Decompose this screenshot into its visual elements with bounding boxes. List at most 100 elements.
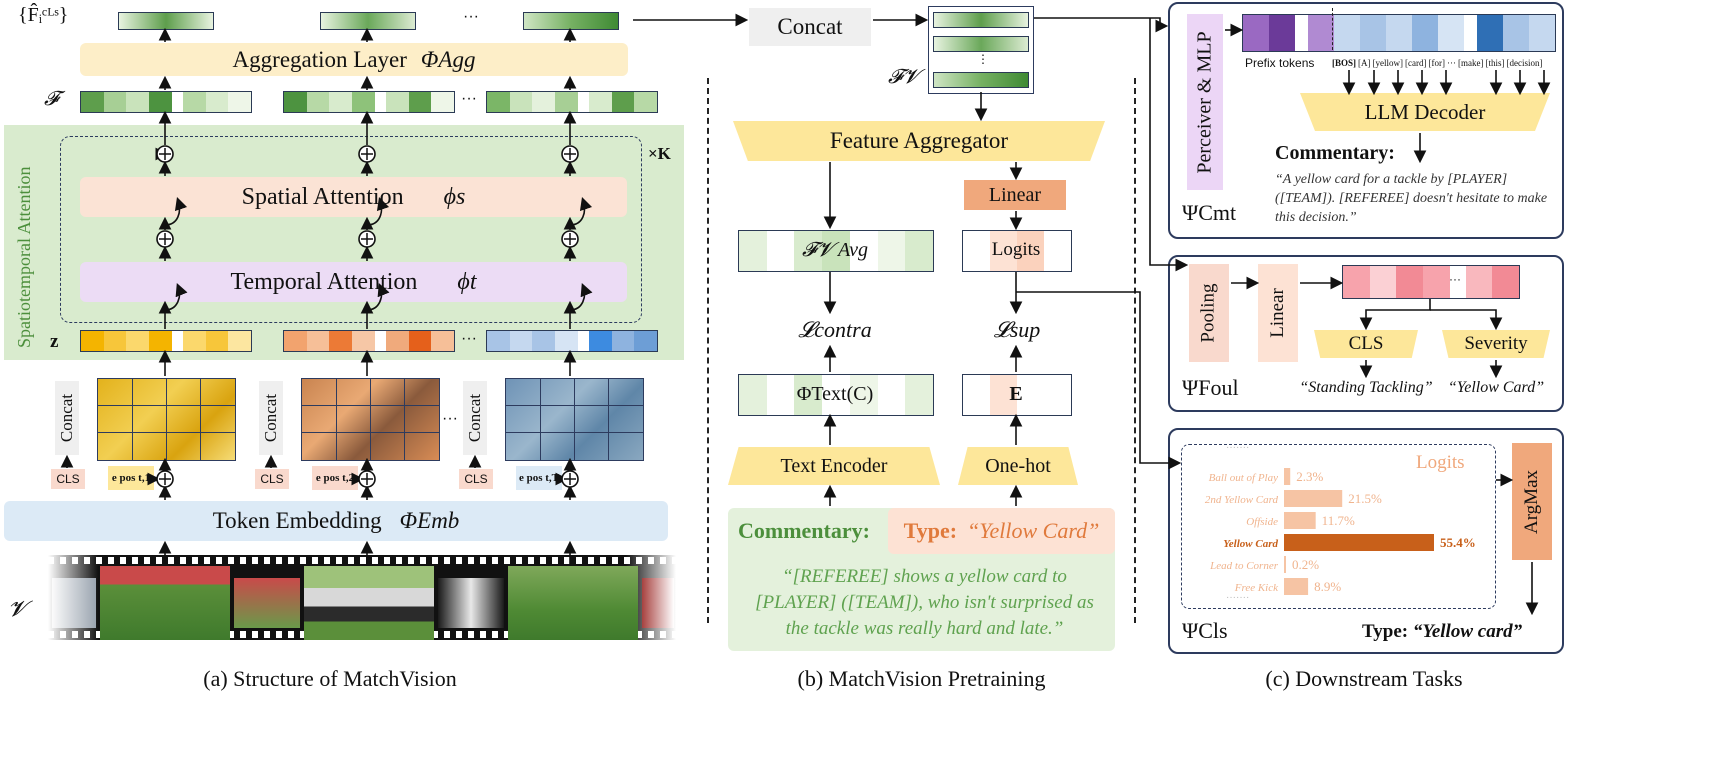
decoder-token-label: [yellow]	[1372, 58, 1404, 68]
token-labels: [BOS][A][yellow][card][for]···[make][thi…	[1332, 58, 1558, 72]
chart-bar	[1284, 512, 1316, 529]
decoder-token-label: [this]	[1485, 58, 1505, 68]
severity-value: “Yellow Card”	[1447, 379, 1545, 396]
text-encoder: Text Encoder	[728, 447, 940, 485]
pos-embedding-T: e pos t,T	[516, 466, 562, 490]
cmt-commentary-label: Commentary:	[1275, 142, 1395, 164]
cls-set-label: {F̂ᵢᶜᴸˢ}	[18, 4, 69, 26]
temporal-symbol: ϕt	[457, 268, 477, 295]
repeat-label: ×K	[648, 144, 671, 163]
chart-value-label: 21.5%	[1348, 491, 1382, 506]
ellipsis: ···	[461, 90, 477, 107]
ellipsis: ···	[463, 8, 479, 25]
fv-token-2	[933, 36, 1029, 52]
loss-contra: 𝓛contra	[798, 317, 872, 342]
spatial-symbol: ϕs	[443, 183, 466, 210]
cmt-commentary-text: “A yellow card for a tackle by [PLAYER] …	[1275, 172, 1548, 225]
z-tokens-1	[80, 330, 252, 352]
chart-value-label: 2.3%	[1296, 469, 1323, 484]
severity-head: Severity	[1442, 330, 1550, 358]
concat-box-1: Concat	[55, 381, 79, 455]
fv-label: 𝓕𝓥	[888, 66, 920, 88]
feature-label: 𝓕	[44, 88, 59, 110]
chart-bar	[1284, 578, 1309, 595]
separator-1	[707, 78, 709, 623]
chart-category-label: Yellow Card	[1223, 538, 1278, 550]
prefix-tokens-label: Prefix tokens	[1245, 56, 1315, 70]
foul-linear-box: Linear	[1258, 264, 1298, 362]
aggregation-layer-label: Aggregation Layer	[232, 46, 407, 72]
feature-tokens-3	[486, 91, 658, 113]
type-label: Type:	[903, 518, 958, 543]
temporal-attention: Temporal Attention ϕt	[80, 262, 627, 302]
decoder-token-label: [make]	[1458, 58, 1484, 68]
separator-2	[1134, 78, 1136, 623]
decoder-token-label: [BOS]	[1332, 58, 1357, 68]
chart-value-label: 11.7%	[1322, 513, 1355, 528]
patch-grid-2	[301, 378, 440, 461]
decoder-token-label: [for]	[1428, 58, 1446, 68]
chart-title: Logits	[1416, 452, 1465, 473]
pos-embedding-1: e pos t,1	[108, 466, 154, 490]
fv-token-3	[933, 72, 1029, 88]
psi-foul: ΨFoul	[1182, 375, 1239, 400]
ellipsis: ···	[1449, 272, 1461, 286]
logits-box	[962, 230, 1072, 272]
feature-tokens-1	[80, 91, 252, 113]
chart-value-label: 0.2%	[1292, 557, 1319, 572]
psi-cls: ΨCls	[1182, 618, 1228, 643]
phi-text-tokens	[738, 374, 934, 416]
aggregation-symbol: ΦAgg	[420, 46, 476, 72]
one-hot: One-hot	[958, 447, 1078, 485]
psi-cmt: ΨCmt	[1182, 200, 1237, 225]
repeat-box	[60, 136, 642, 323]
feature-tokens-2	[283, 91, 455, 113]
feature-aggregator: Feature Aggregator	[733, 121, 1105, 161]
phi-text-label: ΦText(C)	[796, 382, 874, 405]
type-value: “Yellow Card”	[967, 518, 1100, 543]
plus-signs	[159, 148, 576, 485]
chart-bar	[1284, 534, 1434, 551]
video-frame-mid-2	[438, 578, 504, 628]
decoder-token-label: [A]	[1358, 58, 1371, 68]
cls-value: “Standing Tackling”	[1299, 379, 1433, 396]
loss-sup: 𝓛sup	[993, 317, 1041, 342]
cls-token-2: CLS	[255, 469, 289, 489]
embedding-symbol: ΦEmb	[399, 508, 460, 533]
fv-token-1	[933, 12, 1029, 28]
chart-bar	[1284, 490, 1343, 507]
e-label: E	[1009, 382, 1023, 405]
pretraining-commentary-label: Commentary:	[738, 518, 870, 543]
argmax-box: ArgMax	[1512, 443, 1552, 560]
decoder-token-label: ···	[1447, 58, 1456, 68]
logits-chart-box	[1181, 444, 1496, 609]
chart-category-label: Lead to Corner	[1209, 560, 1279, 572]
chart-bottom-ellipsis: ·······	[1226, 592, 1250, 603]
foul-logit-tokens	[1342, 265, 1520, 299]
pos-embedding-2: e pos t,2	[312, 466, 358, 490]
video-frame-mid-1	[234, 578, 300, 628]
patch-grid-3	[505, 378, 644, 461]
video-frame-edge-right	[642, 578, 674, 628]
perceiver-mlp: Perceiver & MLP	[1187, 14, 1223, 190]
e-box	[962, 374, 1072, 416]
caption-c: (c) Downstream Tasks	[1265, 666, 1463, 691]
cls-token-1: CLS	[51, 469, 85, 489]
video-frame-3	[508, 566, 638, 640]
spatial-attention: Spatial Attention ϕs	[80, 177, 627, 217]
aggregation-layer: Aggregation Layer ΦAgg	[80, 43, 628, 76]
z-tokens-3	[486, 330, 658, 352]
fv-avg-label: 𝓕𝓥 Avg	[801, 238, 869, 261]
chart-bar	[1284, 556, 1286, 573]
decoder-token-label: [card]	[1405, 58, 1427, 68]
decoder-token-label: [decision]	[1506, 58, 1543, 68]
video-label: 𝓥	[8, 596, 27, 621]
concat-box-3: Concat	[463, 381, 487, 455]
chart-top-ellipsis: ·······	[1226, 442, 1250, 453]
linear-box: Linear	[964, 180, 1066, 210]
cls-token-3: CLS	[459, 469, 493, 489]
video-frame-edge-left	[52, 578, 96, 628]
prefix-token-strip	[1242, 14, 1556, 52]
